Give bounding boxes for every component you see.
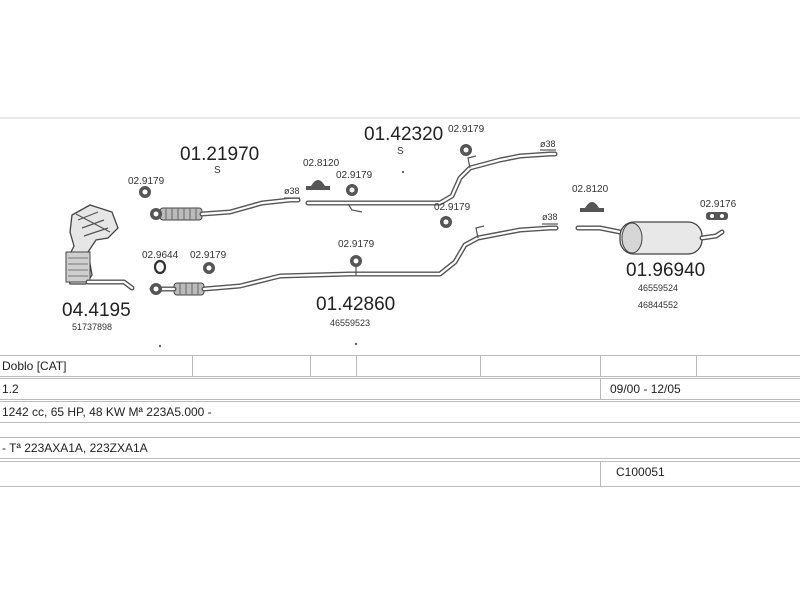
years-cell: 09/00 - 12/05 <box>610 382 681 396</box>
mid-pipe-upper <box>305 151 558 213</box>
oe-number: 46559523 <box>330 318 370 328</box>
diameter-label: ø38 <box>284 186 300 196</box>
table-row-engine-spec: 1242 cc, 65 HP, 48 KW Mª 223A5.000 - <box>0 401 800 423</box>
column-divider <box>480 356 481 376</box>
column-divider <box>600 356 601 376</box>
mid-pipe-lower <box>201 225 559 292</box>
part-code-rear-muffler: 01.96940 <box>626 260 705 281</box>
clamp-icon <box>440 216 452 228</box>
dot-marker <box>401 170 405 174</box>
column-divider <box>696 356 697 376</box>
part-code-mid-pipe-lower: 01.42860 <box>316 294 395 315</box>
fitting-number: 02.9179 <box>448 124 485 135</box>
engine-spec-cell: 1242 cc, 65 HP, 48 KW Mª 223A5.000 - <box>2 405 212 419</box>
column-divider <box>310 356 311 376</box>
fitting-number: 02.8120 <box>303 158 340 169</box>
fitting-number: 02.9644 <box>142 250 179 261</box>
dot-marker <box>158 344 162 348</box>
clamp-icon <box>346 184 358 196</box>
hanger-icon <box>580 202 604 212</box>
engine-volume-cell: 1.2 <box>2 382 19 396</box>
type-codes-cell: - Tª 223AXA1A, 223ZXA1A <box>2 441 148 455</box>
fitting-number: 02.9176 <box>700 199 737 210</box>
table-row-catalog: C100051 <box>0 461 800 487</box>
part-code-front-pipe: 01.21970 <box>180 144 259 165</box>
fitting-number: 02.9179 <box>338 239 375 250</box>
hanger-icon <box>306 180 330 190</box>
clamp-icon <box>460 144 472 156</box>
table-row-engine-volume: 1.2 09/00 - 12/05 <box>0 378 800 400</box>
fitting-number: 02.9179 <box>434 202 471 213</box>
table-row-model: Doblo [CAT] <box>0 355 800 377</box>
column-divider <box>192 356 193 376</box>
oe-number: 51737898 <box>72 322 112 332</box>
diameter-label: ø38 <box>542 212 558 222</box>
fitting-number: 02.9179 <box>128 176 165 187</box>
catalog-code-cell: C100051 <box>616 465 665 479</box>
clamp-icon <box>150 283 162 295</box>
rear-muffler-part <box>575 221 725 255</box>
part-code-manifold: 04.4195 <box>62 300 131 321</box>
column-divider <box>600 379 601 399</box>
front-pipe-upper <box>159 197 301 221</box>
clamp-icon <box>350 255 362 267</box>
fitting-number: 02.9179 <box>336 170 373 181</box>
column-divider <box>600 462 601 486</box>
ring-gasket-icon <box>153 259 167 275</box>
table-row-spacer <box>0 424 800 438</box>
rubber-mount-icon <box>706 212 728 220</box>
fitting-number: 02.8120 <box>572 184 609 195</box>
diameter-label: ø38 <box>540 139 556 149</box>
model-cell: Doblo [CAT] <box>2 359 67 373</box>
clamp-icon <box>150 208 162 220</box>
oe-number: 46559524 <box>638 283 678 293</box>
manifold-catalyst-part <box>65 204 135 291</box>
clamp-icon <box>139 186 151 198</box>
oe-number: 46844552 <box>638 300 678 310</box>
table-row-type-codes: - Tª 223AXA1A, 223ZXA1A <box>0 437 800 459</box>
part-code-suffix: S <box>214 165 221 176</box>
exhaust-system-diagram: 01.21970 S 01.42320 S 01.42860 46559523 … <box>0 117 800 348</box>
dot-marker <box>354 342 358 346</box>
clamp-icon <box>203 262 215 274</box>
part-code-suffix: S <box>397 146 404 157</box>
column-divider <box>356 356 357 376</box>
fitting-number: 02.9179 <box>190 250 227 261</box>
part-code-mid-pipe-upper: 01.42320 <box>364 124 443 145</box>
